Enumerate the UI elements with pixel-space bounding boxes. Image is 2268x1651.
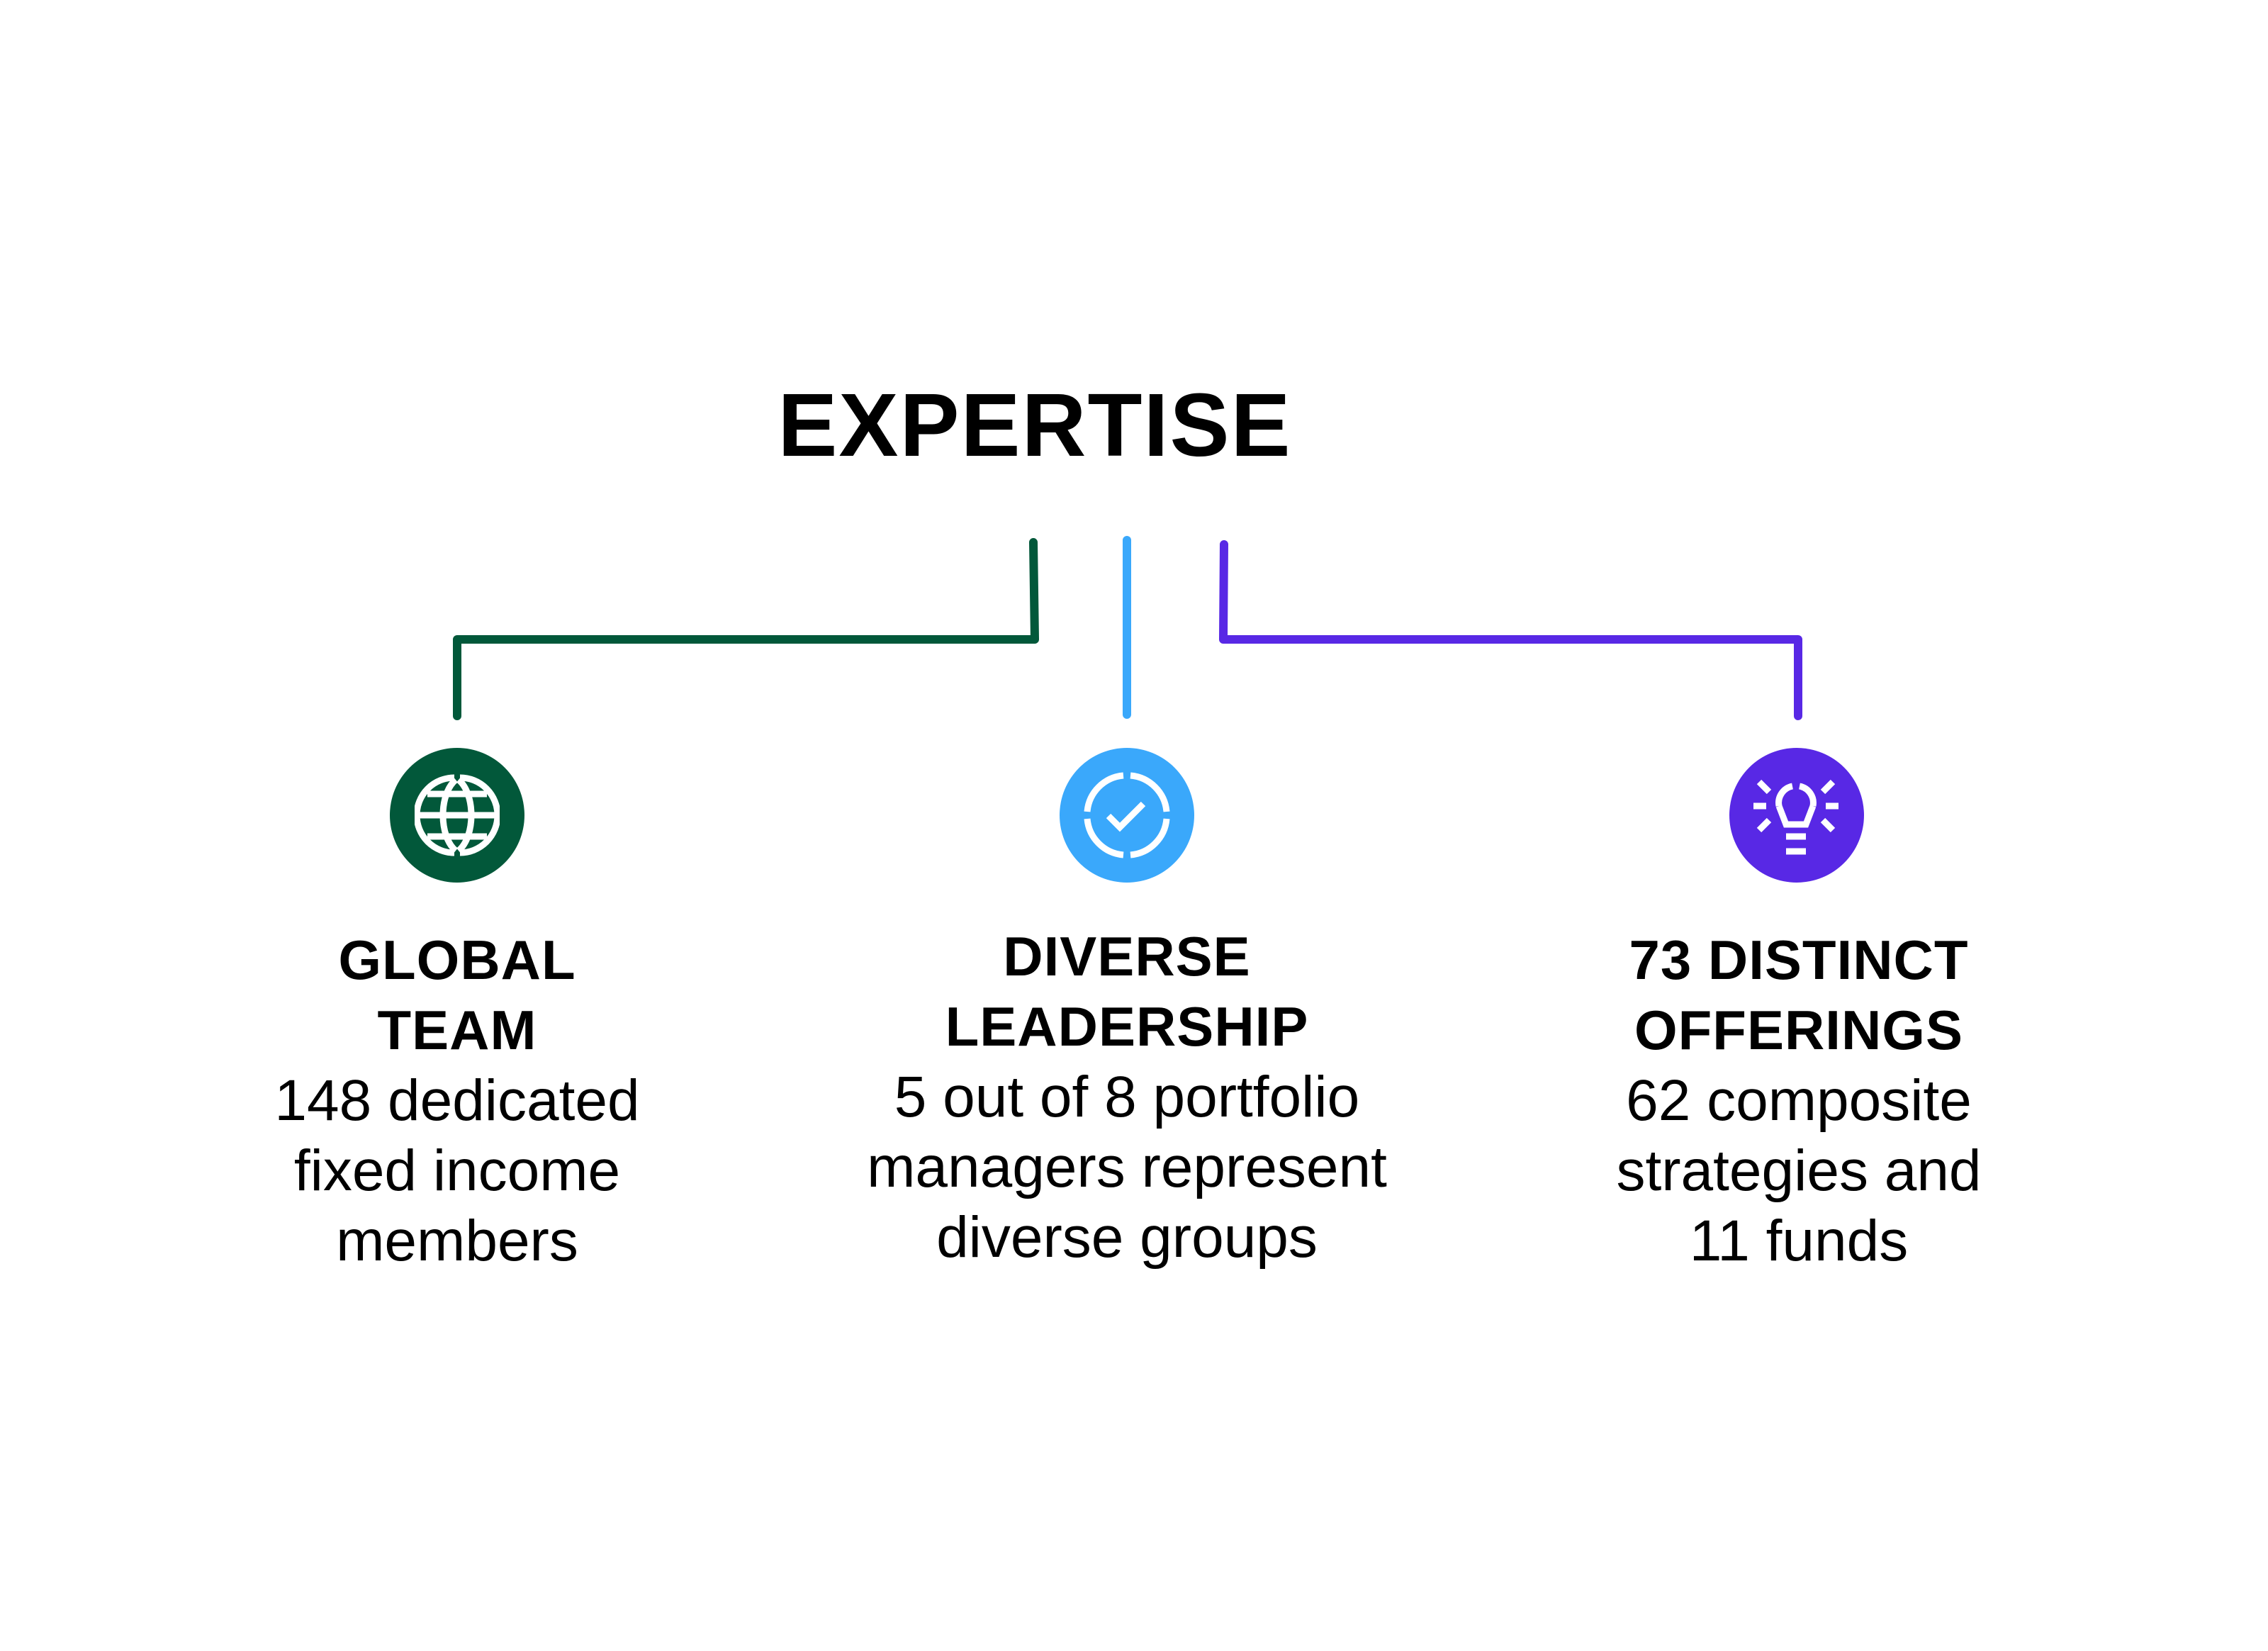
connector-green [453,538,1039,720]
item-description: 148 dedicated fixed income members [274,1068,640,1273]
connector-purple [1219,540,1802,720]
item-global-team: GLOBAL TEAM 148 dedicated fixed income m… [167,925,748,1276]
lightbulb-icon-badge [1729,748,1864,883]
item-description: 62 composite strategies and 11 funds [1616,1068,1982,1273]
check-circle-icon-badge [1060,748,1194,883]
globe-icon-badge [390,748,524,883]
item-heading: 73 DISTINCT OFFERINGS [1629,929,1969,1061]
globe-icon [415,774,500,856]
item-heading: GLOBAL TEAM [338,929,576,1061]
check-circle-icon [1084,772,1170,858]
item-distinct-offerings: 73 DISTINCT OFFERINGS 62 composite strat… [1508,925,2089,1276]
item-description: 5 out of 8 portfolio managers represent … [867,1065,1387,1270]
lightbulb-icon [1753,779,1838,855]
item-heading: DIVERSE LEADERSHIP [945,925,1309,1058]
item-diverse-leadership: DIVERSE LEADERSHIP 5 out of 8 portfolio … [836,922,1418,1272]
page-title: EXPERTISE [777,375,1292,475]
